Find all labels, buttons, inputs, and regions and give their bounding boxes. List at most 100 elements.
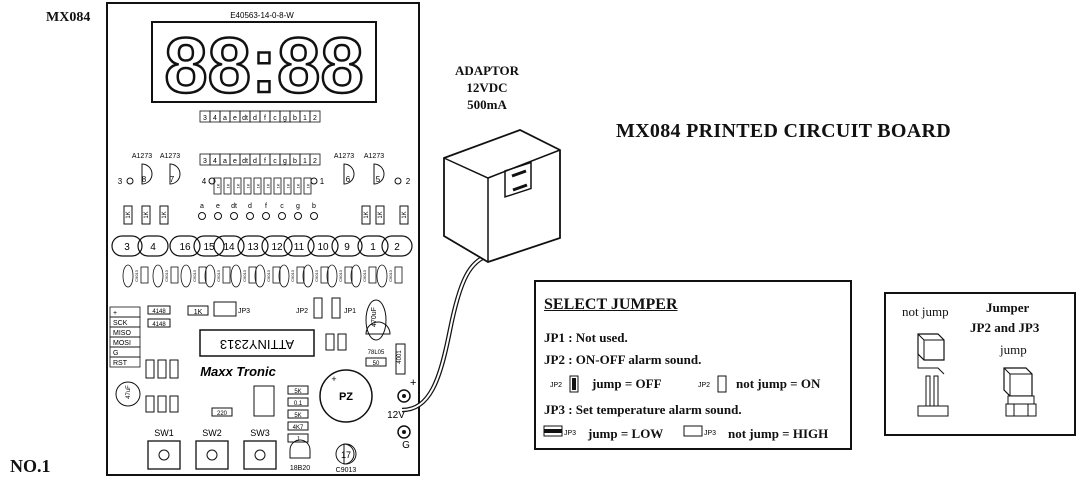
svg-text:C9013: C9013 bbox=[266, 269, 271, 282]
seg-letter-dt: dt bbox=[231, 203, 237, 210]
capacitor-4 bbox=[204, 264, 216, 288]
seven-segment-display: 88:88 bbox=[164, 21, 364, 109]
regulator-label: 78L05 bbox=[368, 350, 385, 356]
seg-letter-c: c bbox=[280, 203, 284, 210]
transistor-1-label: A1273 bbox=[132, 153, 152, 160]
isp-pin bbox=[109, 356, 141, 368]
svg-text:14: 14 bbox=[223, 242, 235, 253]
isp-pin-label: G bbox=[113, 350, 118, 357]
resistor-1k-c bbox=[159, 205, 169, 225]
seg-letter-e: e bbox=[216, 203, 220, 210]
svg-text:1K: 1K bbox=[402, 211, 408, 218]
ground-label: G bbox=[402, 440, 410, 451]
svg-text:1K: 1K bbox=[126, 211, 132, 218]
jp2-off-text: jump = OFF bbox=[592, 376, 662, 391]
svg-text:4: 4 bbox=[150, 242, 156, 253]
piezo-buzzer bbox=[319, 369, 373, 423]
segment-pin-d: d bbox=[253, 158, 257, 165]
transistor-2-label: A1273 bbox=[160, 153, 180, 160]
c9013-label: C9013 bbox=[336, 467, 357, 474]
svg-text:2: 2 bbox=[394, 242, 400, 253]
svg-text:1K: 1K bbox=[236, 183, 241, 188]
model-label: MX084 bbox=[46, 10, 91, 25]
svg-text:12: 12 bbox=[271, 242, 283, 253]
isp-pin-label: MISO bbox=[113, 330, 131, 337]
seg-resistor bbox=[293, 177, 302, 195]
12v-label: 12V bbox=[387, 410, 405, 421]
svg-text:C9013: C9013 bbox=[314, 269, 319, 282]
svg-text:13: 13 bbox=[247, 242, 259, 253]
segment-pin-c: c bbox=[273, 158, 277, 165]
svg-text:10: 10 bbox=[317, 242, 329, 253]
part-number: E40563-14-0-8-W bbox=[230, 11, 294, 20]
seg-resistor bbox=[253, 177, 262, 195]
jp2-jump-icon: JP2 bbox=[550, 375, 579, 393]
piezo-label: PZ bbox=[339, 391, 353, 403]
jp3-open-icon: JP3 bbox=[683, 425, 716, 437]
capacitor-10 bbox=[350, 264, 362, 288]
resistor-1k-f bbox=[399, 205, 409, 225]
isp-pin-label: + bbox=[113, 310, 117, 317]
capacitor-11 bbox=[376, 264, 388, 288]
segment-pin-1: 1 bbox=[303, 115, 307, 122]
switch-1 bbox=[147, 440, 181, 470]
segment-pin-d: d bbox=[253, 115, 257, 122]
resistor-4k7: 4K7 bbox=[293, 425, 304, 431]
capacitor-2 bbox=[152, 264, 164, 288]
svg-text:C9013: C9013 bbox=[164, 269, 169, 282]
capacitor-9 bbox=[326, 264, 338, 288]
switch-2 bbox=[195, 440, 229, 470]
select-jumper-title: SELECT JUMPER bbox=[544, 296, 678, 313]
segment-pin-1: 1 bbox=[303, 158, 307, 165]
switch-label-3: SW3 bbox=[250, 428, 270, 438]
segment-pin-g: g bbox=[283, 115, 287, 122]
svg-text:C9013: C9013 bbox=[388, 269, 393, 282]
resistor-1k-jp3: 1K bbox=[194, 309, 203, 316]
transistor-num-8: 8 bbox=[142, 175, 147, 184]
svg-text:JP2: JP2 bbox=[550, 382, 562, 389]
segment-pin-c: c bbox=[273, 115, 277, 122]
transistor-1 bbox=[141, 163, 153, 185]
pad-12 bbox=[261, 235, 293, 257]
svg-text:15: 15 bbox=[203, 242, 215, 253]
switch-label-1: SW1 bbox=[154, 428, 174, 438]
segment-pin-f: f bbox=[264, 115, 266, 122]
svg-text:1K: 1K bbox=[256, 183, 261, 188]
seg-letter-g: g bbox=[296, 203, 300, 210]
display-outline bbox=[151, 21, 377, 103]
adaptor-line-1: ADAPTOR bbox=[454, 63, 520, 78]
svg-text:1K: 1K bbox=[162, 211, 168, 218]
select-jumper-box: SELECT JUMPER JP1 : Not used. JP2 : ON-O… bbox=[534, 280, 852, 450]
resistor-01: 0.1 bbox=[294, 401, 303, 407]
seg-resistor bbox=[233, 177, 242, 195]
segment-pin-4: 4 bbox=[213, 115, 217, 122]
jp3-desc: JP3 : Set temperature alarm sound. bbox=[544, 402, 742, 417]
terminal-plus-label: + bbox=[410, 377, 416, 389]
svg-text:1: 1 bbox=[370, 242, 376, 253]
seg-resistor bbox=[223, 177, 232, 195]
cap-470uf: 470uF bbox=[371, 307, 378, 327]
adaptor-label: ADAPTOR 12VDC 500mA bbox=[440, 62, 534, 113]
segment-pin-a: a bbox=[223, 115, 227, 122]
resistor-5k-2: 5K bbox=[294, 413, 301, 419]
transistor-2 bbox=[169, 163, 181, 185]
pcb-title: MX084 PRINTED CIRCUIT BOARD bbox=[616, 120, 951, 142]
jp2-label: JP2 bbox=[296, 308, 308, 315]
transistor-4-label: A1273 bbox=[364, 153, 384, 160]
seg-resistor bbox=[213, 177, 222, 195]
resistor-1k-e bbox=[375, 205, 385, 225]
legend-subheading: JP2 and JP3 bbox=[970, 320, 1040, 335]
svg-text:C9013: C9013 bbox=[216, 269, 221, 282]
transistor-num-5: 5 bbox=[376, 175, 381, 184]
diode-1: 4148 bbox=[152, 309, 166, 315]
legend-heading: Jumper bbox=[986, 300, 1030, 315]
